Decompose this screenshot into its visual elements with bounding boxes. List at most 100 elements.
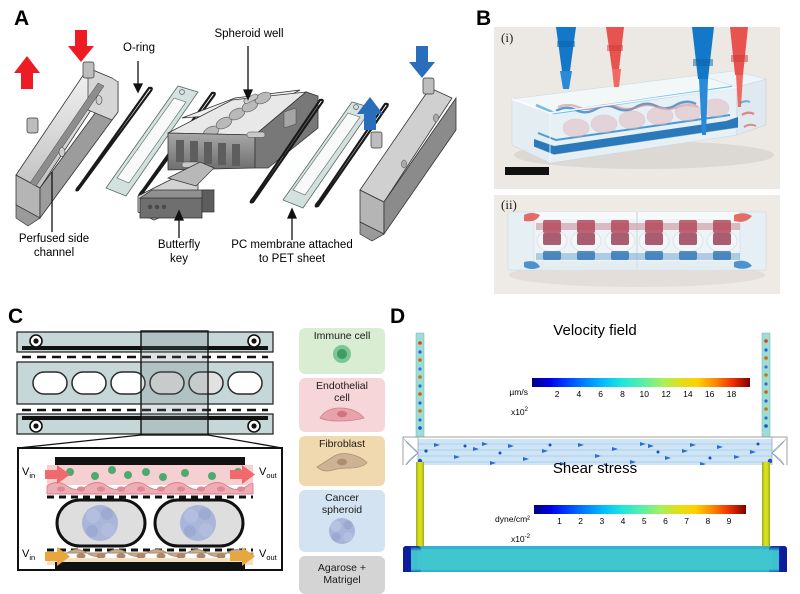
shear-stress-plot (403, 462, 787, 572)
v-in-top-sub: in (29, 471, 36, 481)
velocity-tick-6: 14 (683, 389, 693, 399)
shear-colorbar-ticks: 1 2 3 4 5 6 7 8 9 (534, 516, 746, 530)
pet-sheet-2 (282, 101, 373, 209)
v-in-bottom-main: V (22, 548, 30, 560)
spheroid-left (82, 505, 118, 541)
velocity-colorbar-gradient (532, 378, 750, 387)
v-out-bottom-main: V (259, 548, 267, 560)
label-v-out-bottom: Vout (259, 548, 277, 562)
v-in-bottom-sub: in (29, 553, 36, 563)
flow-arrow-blue-down (409, 46, 435, 78)
label-v-in-top: Vin (22, 466, 35, 480)
velocity-tick-0: 2 (554, 389, 560, 399)
o-ring-3 (249, 98, 324, 204)
velocity-channel-body (402, 436, 788, 465)
flow-arrow-top-out (230, 465, 255, 484)
exploded-assembly-diagram (14, 30, 457, 242)
chip-schematic (16, 330, 283, 571)
pipette-tip-red-right (730, 27, 748, 107)
label-butterfly-key: Butterfly key (157, 239, 201, 265)
shear-colorbar-gradient (534, 505, 746, 514)
shear-unit-exp: -2 (524, 534, 530, 541)
velocity-colorbar-ticks: 2 4 6 8 10 12 14 16 18 (532, 389, 750, 403)
flow-arrow-red-up (14, 56, 40, 89)
shear-colorbar: dyne/cm² x10-2 1 2 3 4 5 6 7 8 9 (458, 505, 758, 544)
legend-label-fibroblast: Fibroblast (318, 438, 366, 450)
legend-item-immune-cell: Immune cell (299, 328, 385, 374)
immune-cell-icon (333, 344, 351, 363)
legend-label-cancer-spheroid: Cancer spheroid (321, 492, 363, 516)
flow-arrow-bottom-in (45, 547, 70, 566)
v-in-top-main: V (22, 466, 30, 478)
velocity-colorbar: µm/s x102 2 4 6 8 10 12 14 16 18 (470, 378, 760, 417)
shear-tick-0: 1 (557, 516, 562, 526)
spheroid-right (180, 505, 216, 541)
v-out-top-main: V (259, 466, 267, 478)
panel-a-letter: A (14, 7, 30, 30)
label-perfused-side-channel: Perfused side channel (18, 233, 90, 259)
photo-top-view: (ii) (494, 195, 780, 294)
legend-label-endothelial-cell: Endothelial cell (316, 380, 368, 404)
right-housing-plate (359, 77, 457, 242)
velocity-field-plot (402, 332, 788, 465)
shear-tick-3: 4 (620, 516, 626, 526)
endothelial-cell-icon (319, 407, 365, 422)
pet-sheet-1 (105, 85, 199, 197)
velocity-outlet-tube-right (761, 332, 771, 441)
velocity-tick-1: 4 (576, 389, 582, 399)
velocity-tick-2: 6 (598, 389, 604, 399)
velocity-tick-8: 18 (726, 389, 737, 399)
velocity-unit-exp: 2 (524, 407, 528, 414)
legend-item-endothelial-cell: Endothelial cell (299, 378, 385, 432)
pipette-tip-blue-left (556, 27, 576, 89)
velocity-tick-5: 12 (661, 389, 671, 399)
o-ring-1 (75, 86, 153, 192)
photo-caption-i: (i) (501, 30, 514, 45)
panel-d-letter: D (390, 305, 406, 328)
butterfly-key (137, 161, 216, 221)
panel-c: C (0, 300, 400, 594)
velocity-tick-7: 16 (704, 389, 715, 399)
label-v-in-bottom: Vin (22, 548, 35, 562)
legend-label-agarose-matrigel: Agarose + Matrigel (317, 562, 367, 586)
shear-tick-4: 5 (641, 516, 647, 526)
scale-bar (505, 167, 549, 175)
v-out-bottom-sub: out (266, 553, 277, 563)
legend-item-cancer-spheroid: Cancer spheroid (299, 490, 385, 552)
label-pc-membrane: PC membrane attached to PET sheet (231, 239, 353, 265)
panel-a: A (0, 0, 470, 300)
flow-arrow-bottom-out (230, 547, 255, 566)
legend-item-fibroblast: Fibroblast (299, 436, 385, 486)
inset-cross-section (17, 447, 283, 571)
velocity-unit-line2: x10 (510, 407, 525, 418)
shear-tick-7: 8 (705, 516, 711, 526)
pipette-tip-blue-right (692, 27, 714, 135)
velocity-tick-3: 8 (620, 389, 625, 399)
v-out-top-sub: out (266, 471, 277, 481)
cancer-spheroid-icon (329, 518, 355, 545)
photo-perspective-view: (i) (494, 27, 780, 189)
shear-tick-8: 9 (726, 516, 732, 526)
shear-unit-line1: dyne/cm² (495, 513, 530, 524)
o-ring-4 (314, 102, 389, 208)
panel-b: B (470, 0, 800, 300)
flow-arrow-top-in (45, 465, 70, 484)
shear-tick-1: 2 (578, 516, 583, 526)
velocity-inlet-tube-left (415, 332, 425, 441)
legend-label-immune-cell: Immune cell (313, 330, 371, 342)
top-view-schematic (16, 330, 283, 449)
pipette-tip-red-left (606, 27, 624, 87)
shear-outlet-tube-right (762, 462, 770, 546)
flow-arrow-red-down (68, 30, 94, 62)
velocity-unit-line1: µm/s (509, 386, 528, 397)
legend-item-agarose-matrigel: Agarose + Matrigel (299, 556, 385, 594)
left-housing-plate (15, 61, 119, 227)
shear-tick-2: 3 (599, 516, 605, 526)
shear-channel-body (403, 546, 787, 572)
panel-c-letter: C (8, 305, 24, 328)
shear-tick-6: 7 (684, 516, 689, 526)
panel-b-letter: B (476, 7, 492, 30)
velocity-tick-4: 10 (639, 389, 649, 399)
label-o-ring: O-ring (123, 42, 155, 54)
